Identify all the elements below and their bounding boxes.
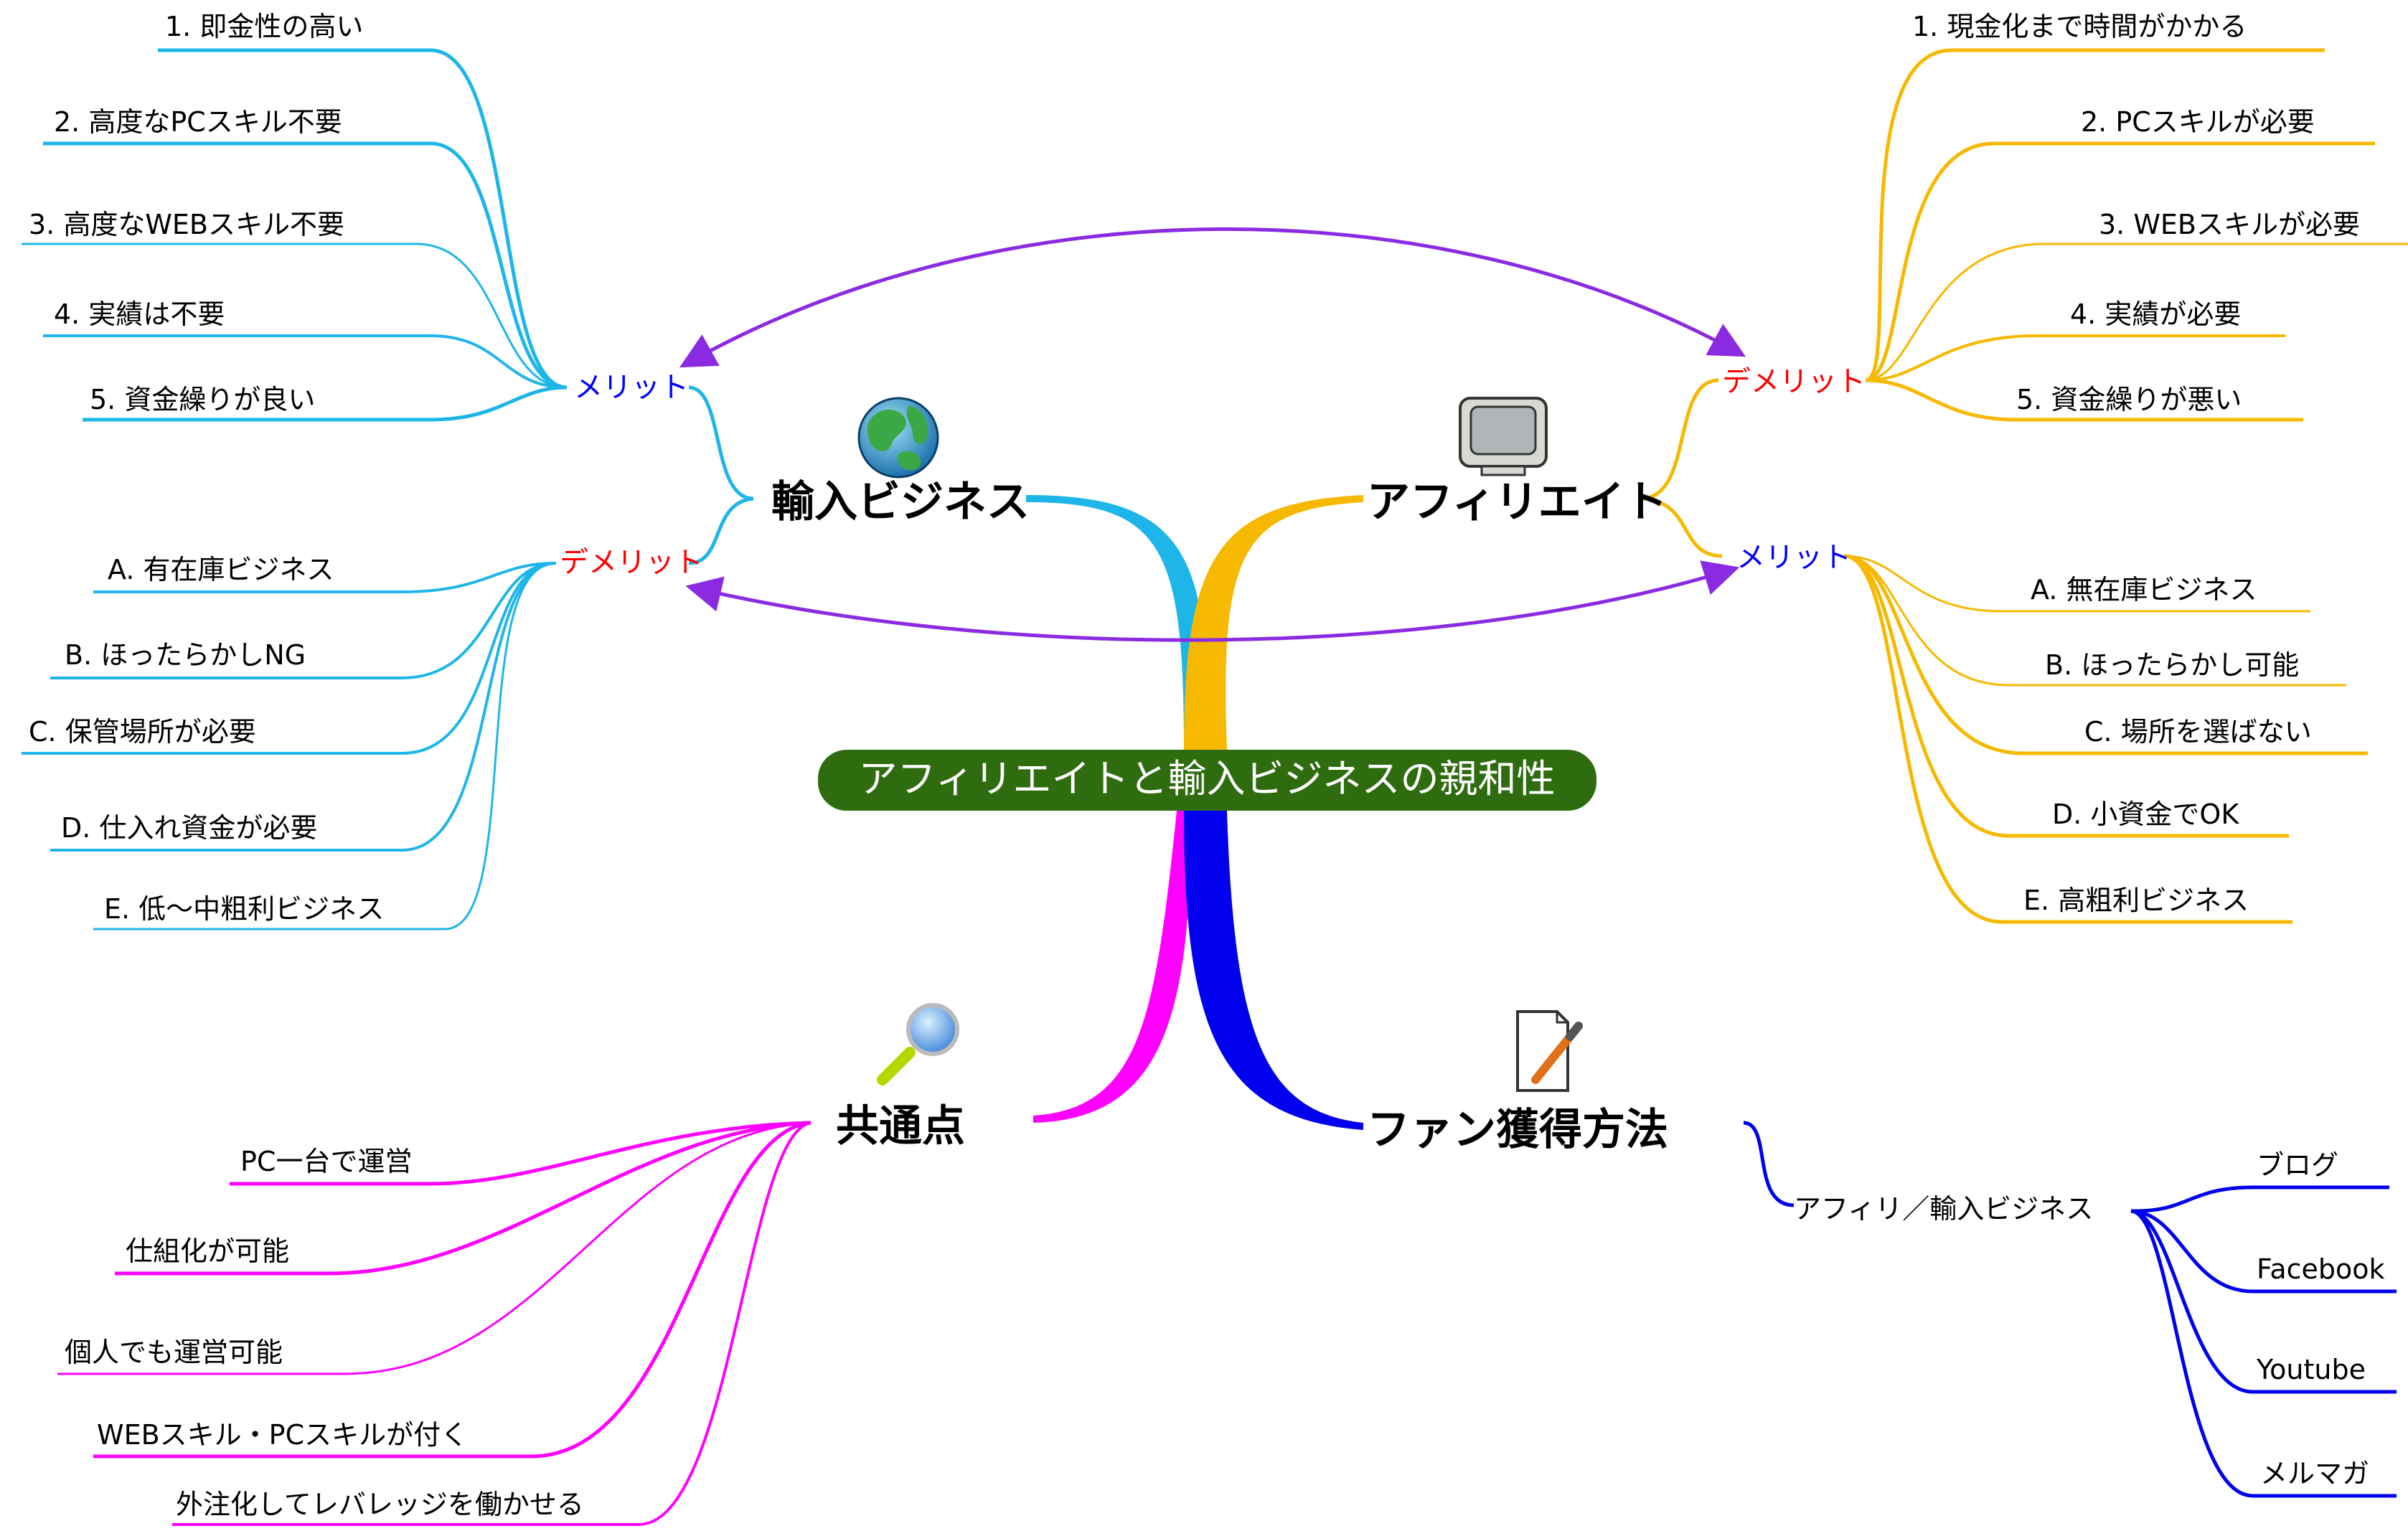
link-arrow-merit-demerit-top bbox=[679, 227, 1746, 368]
connector-import-demerit-D bbox=[50, 562, 557, 852]
fan-item: ブログ bbox=[2257, 1149, 2338, 1181]
connector-import-demerit bbox=[688, 496, 754, 565]
import-demerit-item: B. ほったらかしNG bbox=[65, 639, 306, 671]
connector-fan-mailmag bbox=[2130, 1209, 2397, 1498]
connector-affiliate-merit-C bbox=[1843, 554, 2368, 755]
connector-import-demerit-B bbox=[50, 562, 557, 679]
center-node bbox=[818, 750, 1596, 811]
connector-affiliate-merit-D bbox=[1843, 554, 2289, 838]
connector-affiliate-merit-E bbox=[1843, 554, 2292, 924]
connector-affiliate-demerit-2 bbox=[1865, 141, 2375, 382]
import-merit-item: 3. 高度なWEBスキル不要 bbox=[29, 209, 344, 240]
import-demerit-item: D. 仕入れ資金が必要 bbox=[61, 812, 317, 844]
import-merit-item: 5. 資金繰りが良い bbox=[90, 384, 315, 415]
connector-affiliate-demerit-5 bbox=[1865, 378, 2303, 422]
connector-affiliate-merit-A bbox=[1843, 555, 2310, 613]
affiliate-merit-item: B. ほったらかし可能 bbox=[2045, 649, 2299, 681]
document-pencil-icon bbox=[1516, 1010, 1583, 1092]
branch-connector-fan bbox=[1184, 811, 1363, 1130]
affiliate-merit-item: E. 高粗利ビジネス bbox=[2023, 885, 2249, 916]
connector-import-demerit-E bbox=[93, 562, 557, 931]
import-demerit-item: C. 保管場所が必要 bbox=[29, 716, 256, 748]
connector-import-merit-1 bbox=[158, 48, 568, 390]
import-demerit-label: デメリット bbox=[560, 546, 703, 579]
connector-affiliate-demerit bbox=[1642, 378, 1719, 501]
common-item: 個人でも運営可能 bbox=[65, 1337, 283, 1368]
connector-common-2 bbox=[115, 1121, 812, 1276]
affiliate-demerit-item: 1. 現金化まで時間がかかる bbox=[1912, 11, 2247, 42]
connector-fan-youtube bbox=[2130, 1209, 2397, 1394]
connector-common-5 bbox=[172, 1121, 812, 1526]
connector-affiliate-demerit-1 bbox=[1865, 48, 2325, 382]
affiliate-merit-item: A. 無在庫ビジネス bbox=[2031, 574, 2257, 606]
common-item: WEBスキル・PCスキルが付く bbox=[97, 1419, 468, 1451]
connector-import-demerit-C bbox=[22, 562, 557, 755]
fan-label: ファン獲得方法 bbox=[1367, 1105, 1668, 1155]
connector-import-merit-5 bbox=[83, 385, 568, 422]
branch-connector-common bbox=[1033, 811, 1191, 1123]
connector-affiliate-demerit-3 bbox=[1865, 242, 2408, 382]
import-merit-item: 1. 即金性の高い bbox=[165, 11, 363, 42]
affiliate-label: アフィリエイト bbox=[1367, 477, 1668, 527]
affiliate-demerit-item: 4. 実績が必要 bbox=[2070, 298, 2241, 330]
connector-fan-facebook bbox=[2130, 1209, 2397, 1294]
connector-import-merit bbox=[688, 385, 754, 501]
affiliate-demerit-item: 2. PCスキルが必要 bbox=[2081, 106, 2315, 138]
affiliate-demerit-item: 3. WEBスキルが必要 bbox=[2099, 209, 2360, 240]
connector-import-merit-4 bbox=[43, 334, 568, 389]
connector-fan-blog bbox=[2130, 1185, 2389, 1213]
common-item: 仕組化が可能 bbox=[126, 1235, 289, 1267]
center-title: アフィリエイトと輸入ビジネスの親和性 bbox=[859, 756, 1556, 801]
connector-common-4 bbox=[93, 1121, 812, 1459]
monitor-icon bbox=[1459, 397, 1548, 476]
fan-item: Facebook bbox=[2257, 1253, 2385, 1285]
import-merit-item: 2. 高度なPCスキル不要 bbox=[54, 106, 342, 138]
fan-sub-label: アフィリ／輸入ビジネス bbox=[1794, 1193, 2093, 1225]
affiliate-merit-item: C. 場所を選ばない bbox=[2084, 716, 2312, 748]
fan-item: Youtube bbox=[2256, 1354, 2366, 1385]
globe-icon bbox=[857, 397, 939, 479]
connector-fan-sub bbox=[1743, 1121, 1795, 1207]
connector-affiliate-merit bbox=[1642, 496, 1723, 558]
affiliate-demerit-label: デメリット bbox=[1722, 365, 1866, 398]
magnifier-icon bbox=[877, 1003, 959, 1085]
import-merit-item: 4. 実績は不要 bbox=[54, 298, 225, 330]
common-label: 共通点 bbox=[836, 1101, 965, 1151]
connector-import-merit-3 bbox=[22, 242, 568, 389]
connector-import-merit-2 bbox=[43, 141, 568, 390]
common-item: PC一台で運営 bbox=[240, 1146, 412, 1177]
import-business-label: 輸入ビジネス bbox=[771, 477, 1030, 527]
import-merit-label: メリット bbox=[574, 371, 689, 404]
import-demerit-item: E. 低～中粗利ビジネス bbox=[104, 893, 384, 925]
connector-import-demerit-A bbox=[93, 562, 557, 593]
fan-item: メルマガ bbox=[2260, 1458, 2369, 1489]
branch-connector-affiliate bbox=[1184, 495, 1363, 750]
connector-common-1 bbox=[230, 1121, 812, 1186]
link-arrow-demerit-merit-bottom bbox=[685, 560, 1740, 642]
common-item: 外注化してレバレッジを働かせる bbox=[176, 1489, 584, 1520]
affiliate-merit-item: D. 小資金でOK bbox=[2052, 799, 2239, 830]
branch-connector-import bbox=[1026, 495, 1207, 750]
connector-affiliate-demerit-4 bbox=[1865, 334, 2285, 382]
connector-common-3 bbox=[57, 1121, 812, 1375]
import-demerit-item: A. 有在庫ビジネス bbox=[108, 554, 334, 585]
affiliate-merit-label: メリット bbox=[1736, 541, 1851, 574]
affiliate-demerit-item: 5. 資金繰りが悪い bbox=[2016, 384, 2242, 415]
